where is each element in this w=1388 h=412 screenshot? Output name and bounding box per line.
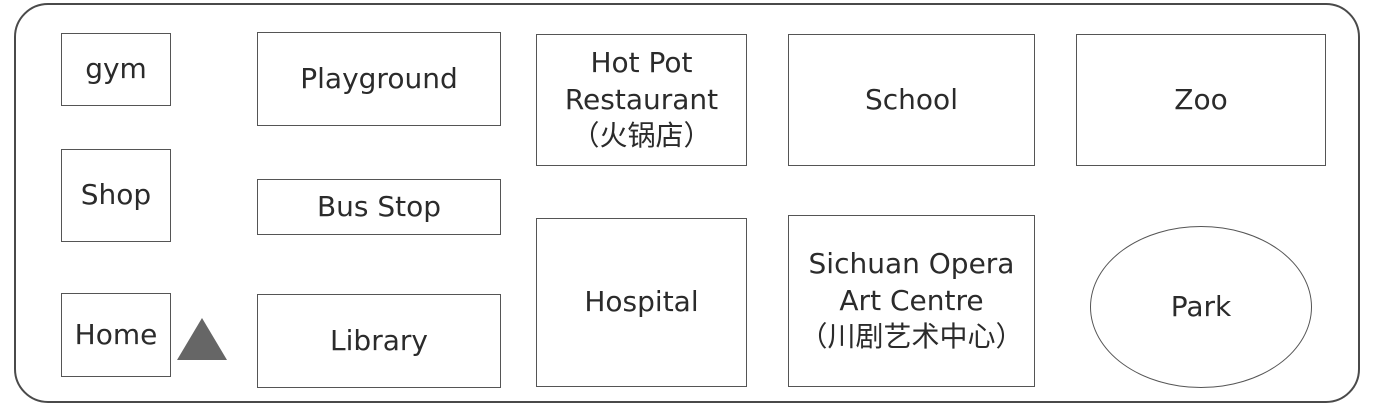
- hot-pot-line-3: （火锅店）: [571, 119, 712, 153]
- park-ellipse: Park: [1090, 226, 1312, 388]
- park-label: Park: [1170, 289, 1232, 323]
- bus-stop-box: Bus Stop: [257, 179, 501, 235]
- library-box: Library: [257, 294, 501, 388]
- hot-pot-line-1: Hot Pot: [590, 46, 693, 80]
- zoo-box: Zoo: [1076, 34, 1326, 166]
- sichuan-opera-art-centre-box: Sichuan Opera Art Centre （川剧艺术中心）: [788, 215, 1035, 387]
- school-label: School: [865, 82, 958, 116]
- hot-pot-restaurant-box: Hot Pot Restaurant （火锅店）: [536, 34, 747, 166]
- bus-stop-label: Bus Stop: [316, 189, 442, 223]
- shop-box: Shop: [61, 149, 171, 242]
- home-label: Home: [74, 317, 158, 351]
- hot-pot-line-2: Restaurant: [564, 82, 719, 116]
- opera-line-3: （川剧艺术中心）: [799, 320, 1024, 354]
- hospital-box: Hospital: [536, 218, 747, 387]
- gym-label: gym: [85, 52, 147, 86]
- home-box: Home: [61, 293, 171, 377]
- zoo-label: Zoo: [1174, 82, 1228, 116]
- playground-label: Playground: [300, 61, 458, 95]
- map-frame: [14, 3, 1360, 403]
- opera-line-2: Art Centre: [839, 283, 984, 317]
- opera-line-1: Sichuan Opera: [808, 247, 1015, 281]
- library-label: Library: [330, 323, 428, 357]
- location-marker-triangle: [177, 318, 227, 360]
- hospital-label: Hospital: [584, 285, 699, 319]
- playground-box: Playground: [257, 32, 501, 126]
- school-box: School: [788, 34, 1035, 166]
- gym-box: gym: [61, 33, 171, 106]
- shop-label: Shop: [80, 178, 152, 212]
